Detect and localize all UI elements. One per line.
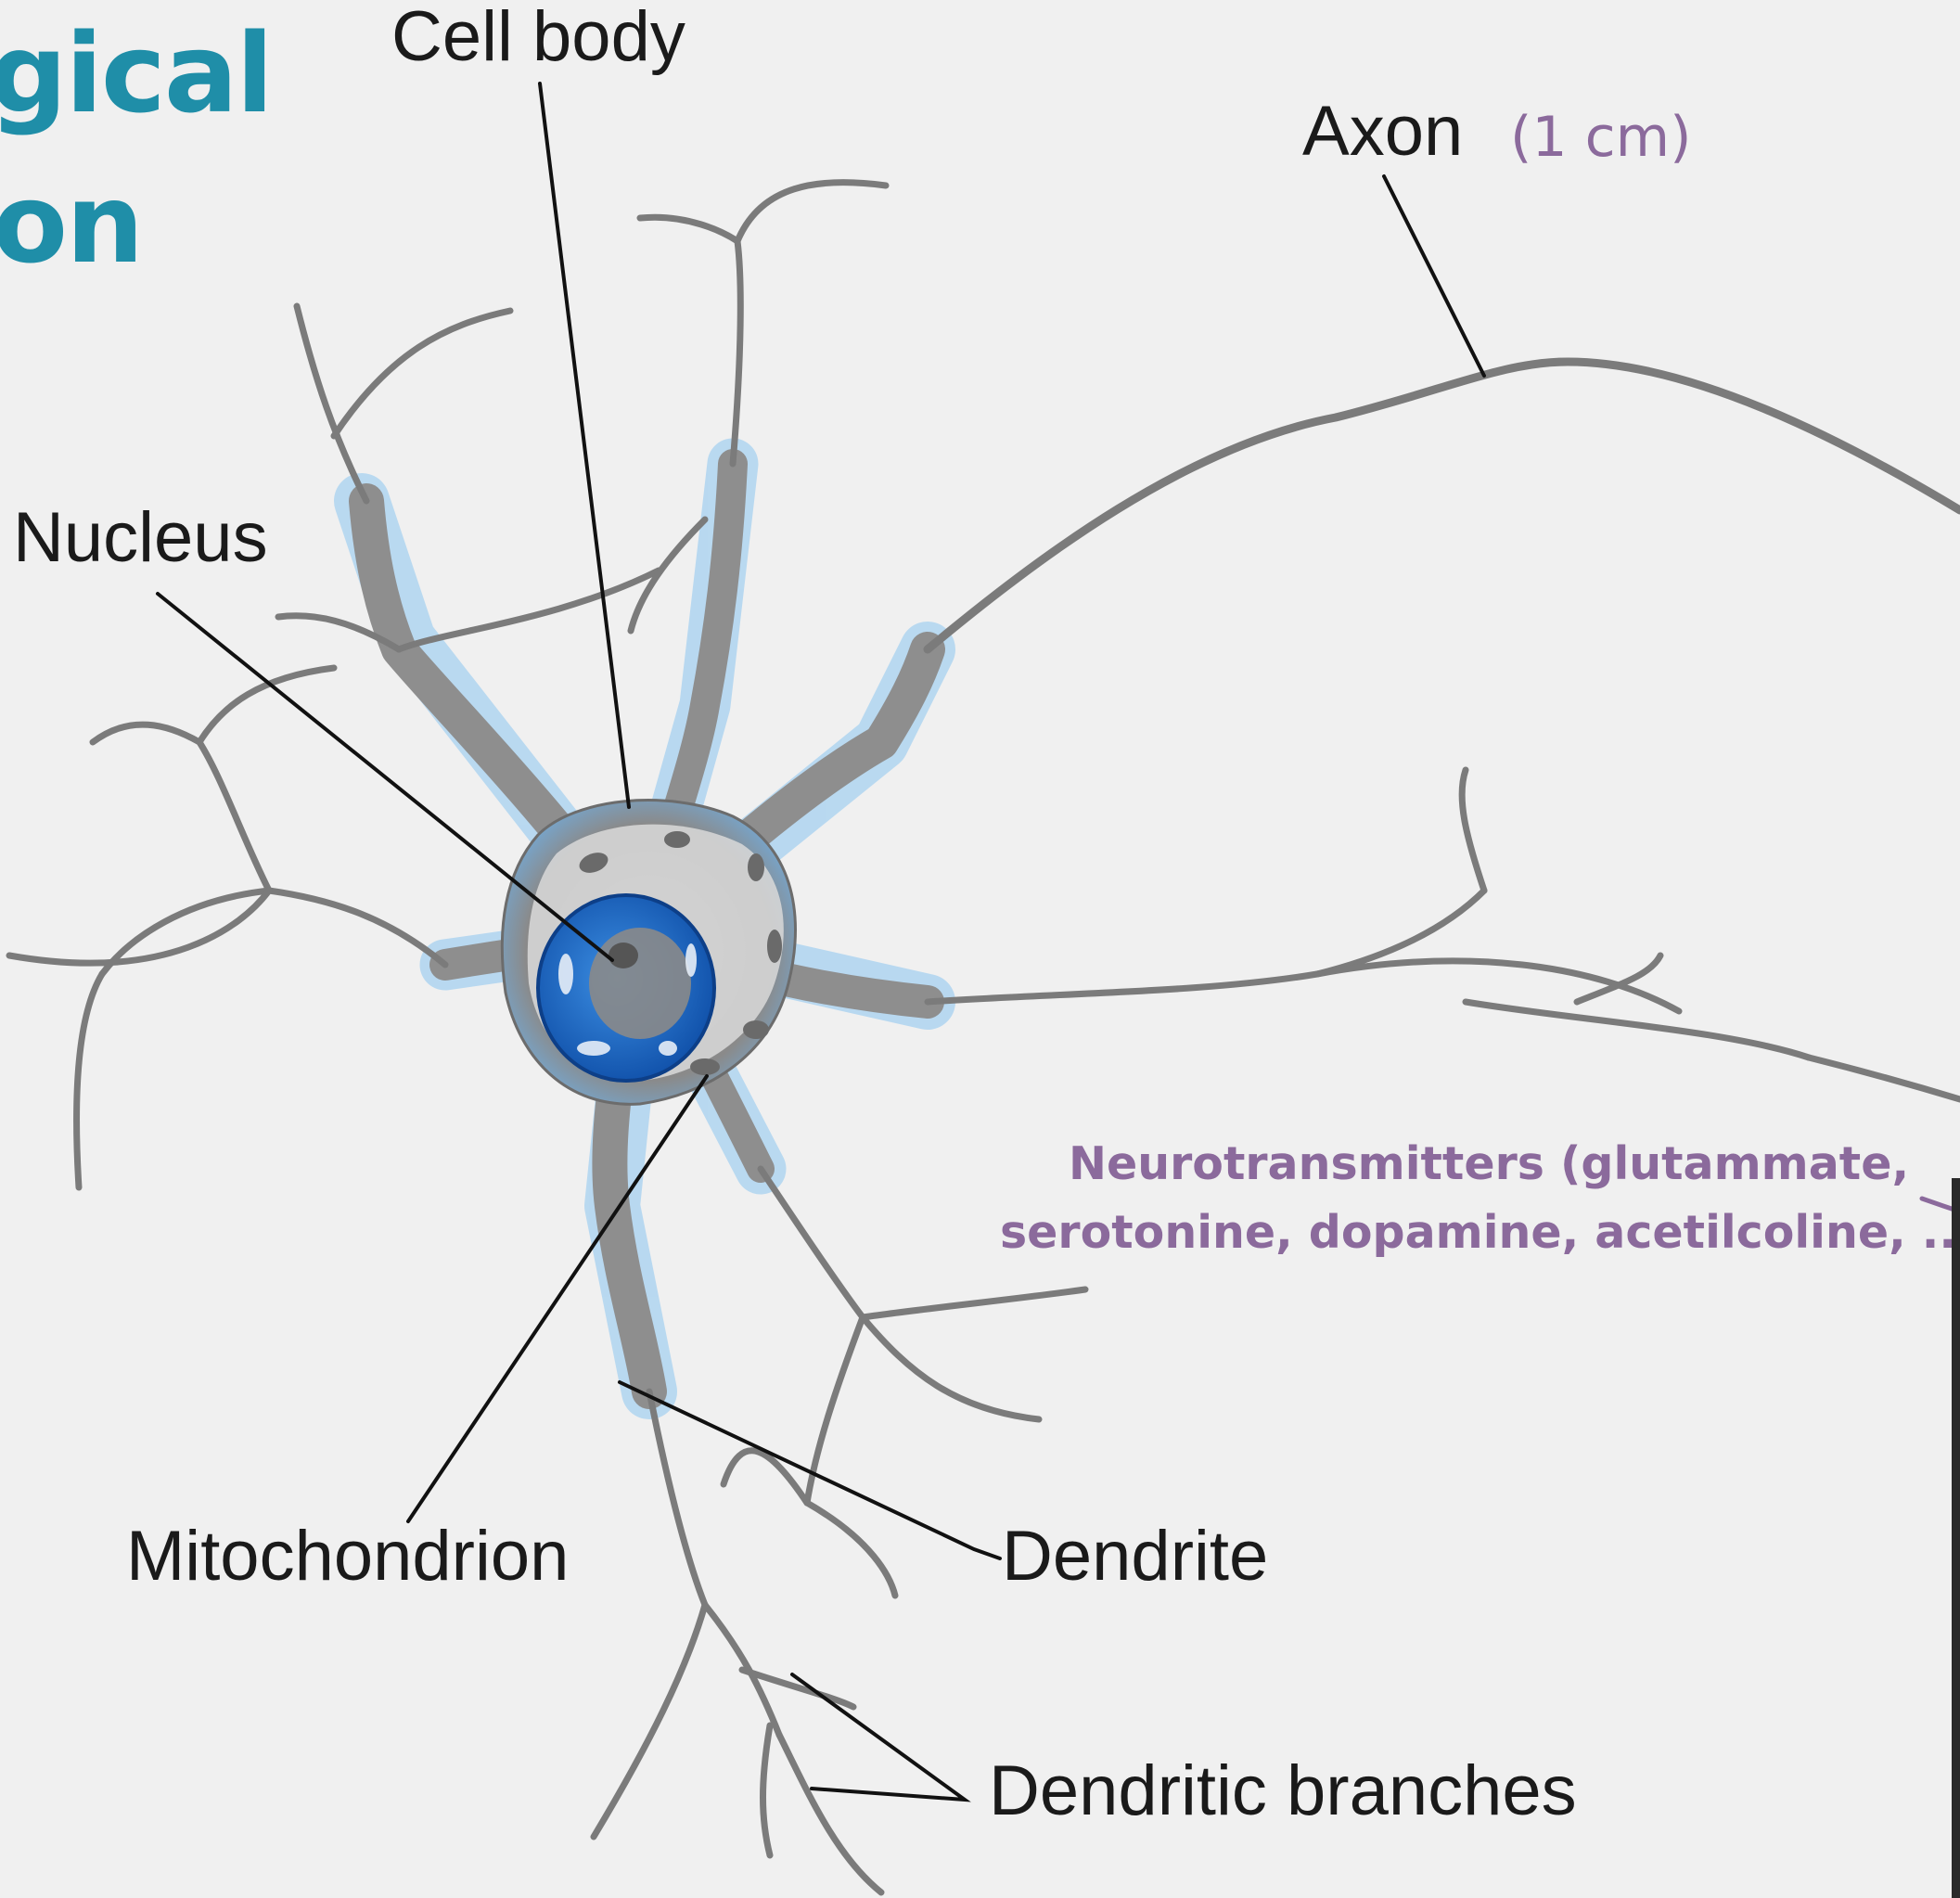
leader-cell-body	[540, 83, 629, 807]
neurotransmitters-note-line-2: serotonine, dopamine, acetilcoline, ...)	[1000, 1210, 1960, 1255]
partial-panel-edge	[1952, 1178, 1960, 1898]
axon-path	[928, 362, 1960, 649]
label-nucleus: Nucleus	[13, 503, 268, 573]
label-mitochondrion: Mitochondrion	[126, 1521, 569, 1592]
page-title-line-2: on	[0, 169, 142, 278]
leader-axon	[1384, 176, 1484, 376]
neurotransmitters-note-line-1: Neurotransmitters (glutammate,	[1069, 1141, 1909, 1186]
label-cell-body: Cell body	[391, 2, 685, 72]
label-axon: Axon	[1302, 96, 1463, 167]
label-dendrite: Dendrite	[1002, 1521, 1268, 1592]
neuron-branches	[9, 183, 1960, 1892]
label-dendritic-branches: Dendritic branches	[989, 1756, 1577, 1827]
leader-dendrite	[620, 1382, 1000, 1558]
leader-dendritic-branches	[792, 1674, 965, 1800]
page-title-line-1: gical	[0, 19, 272, 128]
label-axon-length: (1 cm)	[1510, 109, 1692, 165]
